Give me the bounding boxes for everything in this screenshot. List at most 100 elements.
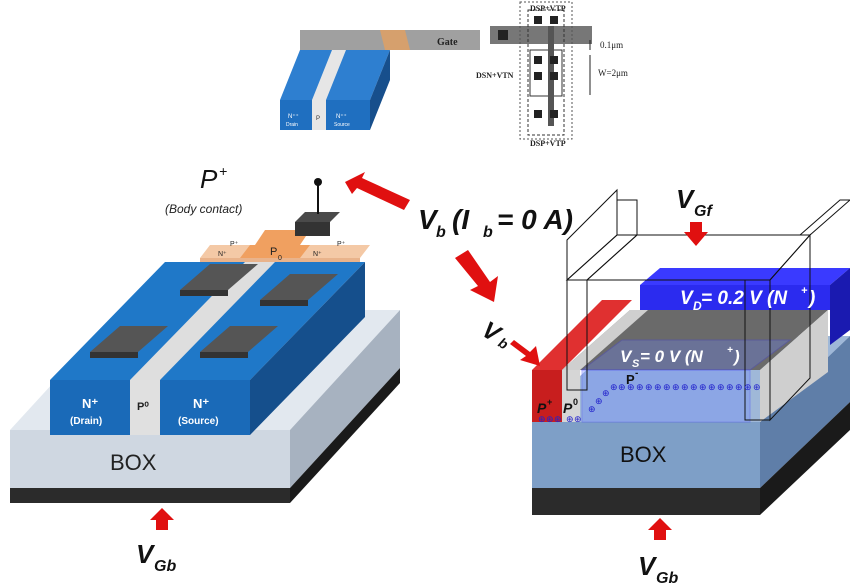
left-pad-3 bbox=[200, 326, 278, 352]
center-vb-group: V b (I b = 0 A) bbox=[345, 172, 573, 302]
left-pad-1 bbox=[90, 326, 168, 352]
right-base-side bbox=[760, 402, 850, 515]
hole-marker: ⊕ bbox=[735, 383, 743, 393]
top-source-label: N⁺⁺ bbox=[336, 113, 347, 120]
right-gate-wireframe bbox=[565, 188, 850, 422]
right-p-minus-sup: - bbox=[635, 368, 638, 379]
hole-marker: ⊕ bbox=[636, 383, 644, 393]
top-device: Gate N⁺⁺ Drain P N⁺⁺ Source bbox=[280, 30, 480, 130]
left-channel-label: P⁰ bbox=[137, 401, 149, 413]
hole-marker: ⊕ bbox=[645, 383, 653, 393]
right-channel-light bbox=[562, 310, 648, 370]
right-source-front bbox=[581, 369, 751, 423]
hole-marker: ⊕ bbox=[708, 383, 716, 393]
right-pplus-front bbox=[532, 370, 562, 422]
hole-marker: ⊕ bbox=[627, 383, 635, 393]
layout-view: DSP+VTP DSN+VTN DSP+VTP 0.1μm W=2μm bbox=[476, 1, 628, 148]
right-vb-sub: b bbox=[496, 334, 512, 352]
layout-bottom-label: DSP+VTP bbox=[530, 139, 566, 148]
left-contact-block-front bbox=[295, 222, 330, 236]
left-box-label: BOX bbox=[110, 450, 157, 475]
right-box-front bbox=[532, 422, 760, 488]
center-arrow-to-right bbox=[455, 250, 498, 302]
top-drain-sub: Drain bbox=[286, 122, 298, 128]
hole-marker: ⊕ bbox=[602, 389, 610, 399]
layout-implant-outline bbox=[519, 1, 573, 140]
hole-marker: ⊕ bbox=[699, 383, 707, 393]
right-device: BOX V Gf V bbox=[477, 184, 850, 585]
left-body-contact-title: P bbox=[200, 164, 218, 194]
right-vs-rest: = 0 V (N bbox=[640, 347, 704, 366]
hole-marker: ⊕ bbox=[618, 383, 626, 393]
center-arrow-to-contact bbox=[345, 172, 410, 210]
left-device: BOX P⁺ N⁺ P 0 N⁺ P⁺ bbox=[10, 163, 400, 575]
right-hole-markers: ⊕⊕⊕⊕⊕⊕⊕⊕⊕⊕⊕⊕⊕⊕⊕⊕⊕⊕⊕⊕⊕⊕⊕⊕⊕ bbox=[538, 383, 761, 425]
right-vgf-sub: Gf bbox=[694, 203, 713, 220]
hole-marker: ⊕ bbox=[717, 383, 725, 393]
left-drain-sub: (Drain) bbox=[70, 416, 102, 427]
left-drain-label: N⁺ bbox=[82, 396, 98, 411]
layout-width-label: W=2μm bbox=[598, 68, 628, 78]
right-vs-main: V bbox=[620, 347, 633, 366]
hole-marker: ⊕ bbox=[546, 415, 554, 425]
hole-marker: ⊕ bbox=[681, 383, 689, 393]
right-pplus-label: P bbox=[537, 400, 547, 416]
left-body-contact-sub: (Body contact) bbox=[165, 202, 242, 216]
layout-length-label: 0.1μm bbox=[600, 40, 623, 50]
right-base-front bbox=[532, 488, 760, 515]
left-contact-block-top bbox=[295, 212, 340, 222]
hole-marker: ⊕ bbox=[538, 415, 546, 425]
hole-marker: ⊕ bbox=[610, 383, 618, 393]
right-vgb-main: V bbox=[638, 551, 658, 581]
layout-top-label: DSP+VTP bbox=[530, 4, 566, 13]
hole-marker: ⊕ bbox=[595, 397, 603, 407]
hole-marker: ⊕ bbox=[663, 383, 671, 393]
right-pzero-sup: 0 bbox=[573, 397, 578, 407]
hole-marker: ⊕ bbox=[654, 383, 662, 393]
left-strip-p-plus-right: P⁺ bbox=[337, 241, 346, 248]
center-vb-main: V bbox=[418, 204, 439, 235]
left-channel-front bbox=[130, 380, 160, 435]
left-strip-p0-main: P bbox=[270, 246, 277, 258]
hole-marker: ⊕ bbox=[690, 383, 698, 393]
right-drain-top bbox=[640, 268, 850, 285]
left-contact-probe-dot bbox=[314, 178, 322, 186]
right-vgb-sub: Gb bbox=[656, 570, 678, 585]
hole-marker: ⊕ bbox=[672, 383, 680, 393]
right-pplus-sup: + bbox=[547, 397, 552, 407]
hole-marker: ⊕ bbox=[753, 383, 761, 393]
hole-marker: ⊕ bbox=[574, 415, 582, 425]
right-vd-sub: D bbox=[693, 299, 702, 313]
left-strip-p0-sub: 0 bbox=[278, 255, 282, 262]
left-box-side bbox=[290, 310, 400, 488]
left-body-contact-sup: + bbox=[219, 163, 227, 179]
top-gate-contact bbox=[380, 30, 410, 50]
center-vb-sub: b bbox=[436, 224, 446, 241]
right-vd-main: V bbox=[680, 288, 694, 309]
right-vs-close: ) bbox=[732, 347, 740, 366]
right-channel-side bbox=[760, 310, 828, 422]
right-vs-sup: + bbox=[727, 345, 733, 356]
right-vgf-main: V bbox=[676, 184, 696, 214]
hole-marker: ⊕ bbox=[588, 405, 596, 415]
left-vgb-main: V bbox=[136, 539, 156, 569]
layout-contacts bbox=[534, 16, 558, 118]
left-box-front bbox=[10, 430, 290, 488]
right-vd-close: ) bbox=[807, 288, 815, 309]
left-base-side bbox=[290, 368, 400, 503]
left-vgb-arrow bbox=[150, 508, 174, 530]
layout-gate-contact bbox=[498, 30, 508, 40]
left-strip-n-plus-right: N⁺ bbox=[313, 251, 322, 258]
left-source-label: N⁺ bbox=[193, 396, 209, 411]
left-vgb-sub: Gb bbox=[154, 558, 176, 575]
right-pplus-top bbox=[532, 300, 632, 370]
right-vgf-arrow bbox=[684, 222, 708, 246]
top-drain-label: N⁺⁺ bbox=[288, 113, 299, 120]
left-strip-n-plus-left: N⁺ bbox=[218, 251, 227, 258]
left-base-front bbox=[10, 488, 290, 503]
left-gate-pads bbox=[90, 264, 338, 358]
center-ib-rest: = 0 A) bbox=[497, 204, 573, 235]
right-vb-arrow bbox=[510, 340, 540, 366]
right-vs-sub: S bbox=[632, 358, 640, 370]
